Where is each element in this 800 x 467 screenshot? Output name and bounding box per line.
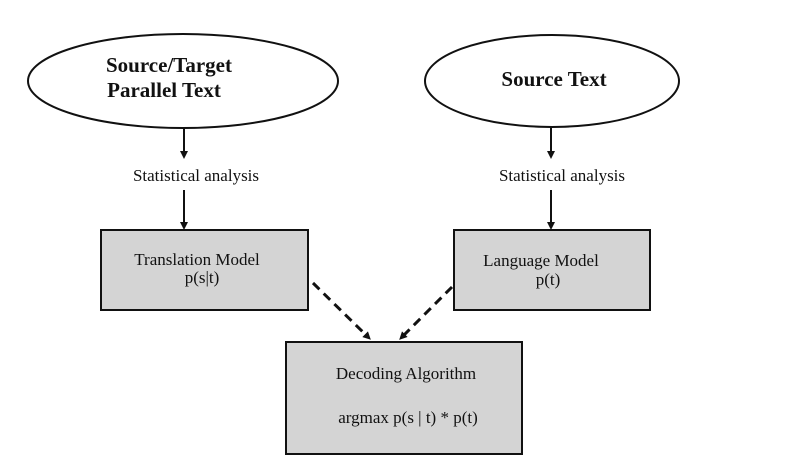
- statistical-analysis-right-label: Statistical analysis: [498, 166, 626, 185]
- language-model-title: Language Model: [483, 251, 599, 270]
- source-text-label: Source Text: [501, 67, 607, 91]
- decoding-algorithm-formula: argmax p(s | t) * p(t): [338, 408, 478, 427]
- language-model-box: [453, 229, 651, 311]
- language-model-formula: p(t): [535, 270, 561, 289]
- decoding-algorithm-box: [285, 341, 523, 455]
- dashed-arrow-translation-to-decoding: [311, 281, 371, 340]
- translation-model-title: Translation Model: [134, 250, 260, 269]
- translation-model-box: [100, 229, 309, 311]
- decoding-algorithm-title: Decoding Algorithm: [335, 364, 477, 383]
- statistical-analysis-left-label: Statistical analysis: [132, 166, 260, 185]
- dashed-arrow-language-to-decoding: [399, 285, 454, 340]
- translation-model-formula: p(s|t): [184, 268, 220, 287]
- parallel-text-line2: Parallel Text: [107, 78, 221, 102]
- parallel-text-line1: Source/Target: [106, 53, 232, 77]
